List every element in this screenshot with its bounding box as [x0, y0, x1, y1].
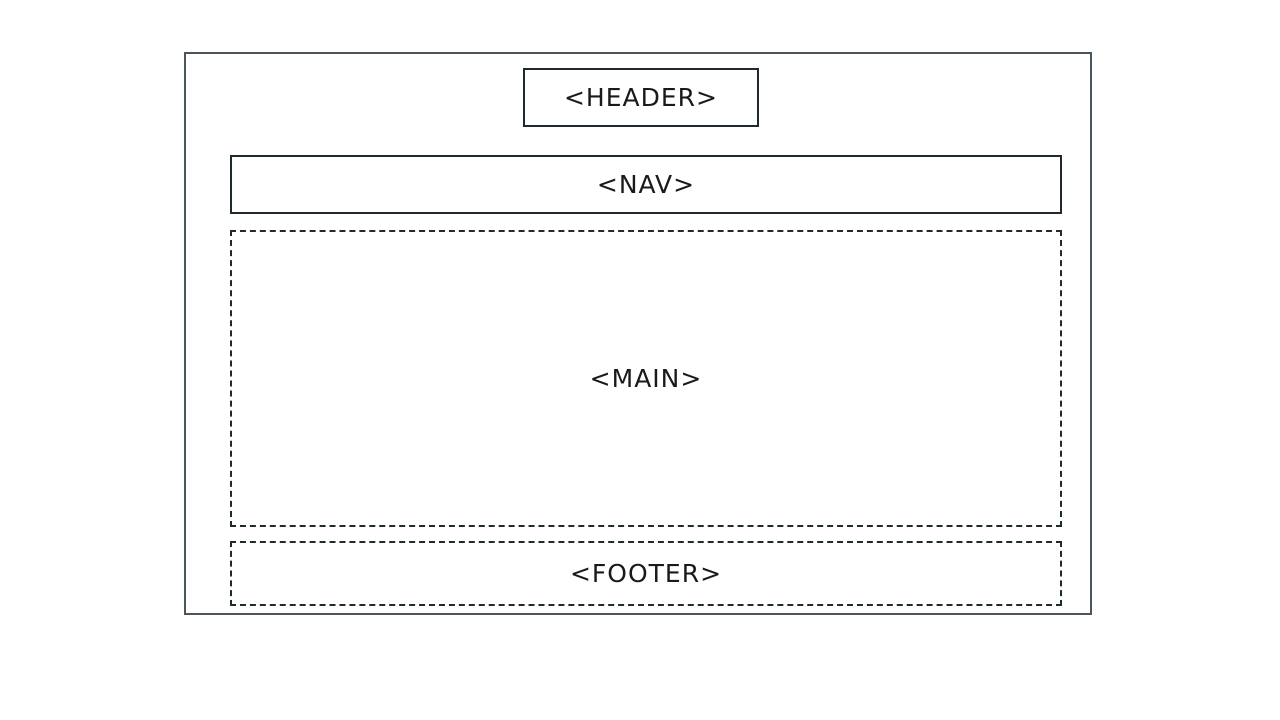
main-box: <MAIN> [230, 230, 1062, 527]
header-box: <HEADER> [523, 68, 759, 127]
footer-box: <FOOTER> [230, 541, 1062, 606]
nav-label: <NAV> [596, 170, 696, 199]
main-label: <MAIN> [589, 364, 703, 393]
nav-box: <NAV> [230, 155, 1062, 214]
footer-label: <FOOTER> [569, 559, 723, 588]
page-layout-frame: <HEADER> <NAV> <MAIN> <FOOTER> [184, 52, 1092, 615]
header-label: <HEADER> [563, 83, 718, 112]
